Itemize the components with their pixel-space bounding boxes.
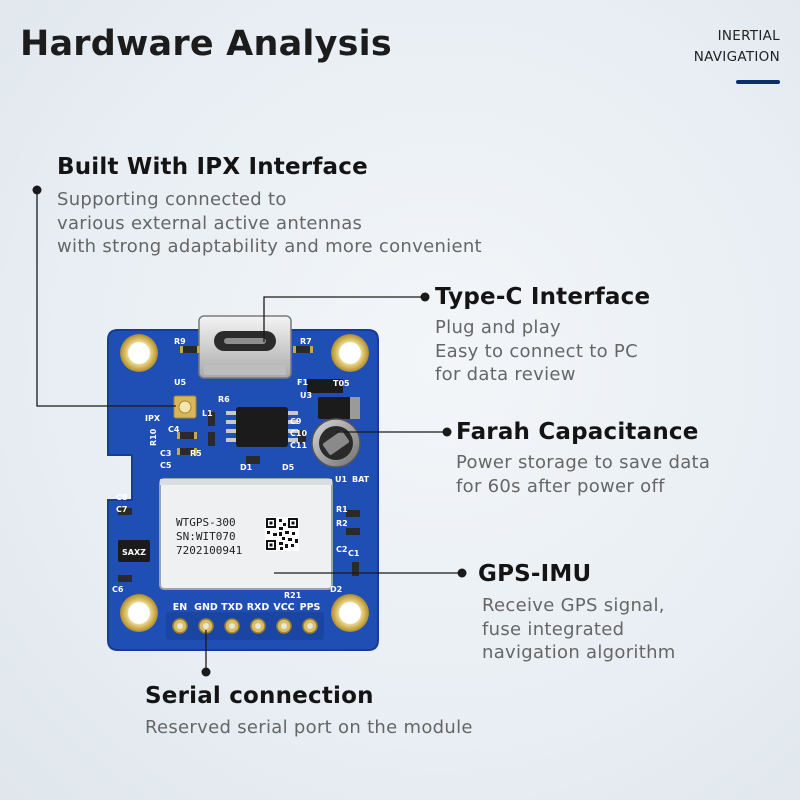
gps-imu-description: Receive GPS signal, fuse integrated navi… [482,594,676,665]
silk-label: IPX [145,414,161,423]
silk-label: L1 [202,409,213,418]
silk-label: R9 [174,337,186,346]
pin-label-gnd: GND [194,602,218,613]
silk-label: C10 [290,429,307,438]
callout-dot [442,427,452,437]
qr-code-icon [265,517,299,551]
silk-label: C4 [168,425,180,434]
module-code: 7202100941 [176,544,242,557]
callout-dot [201,667,211,677]
category-tag-line2: NAVIGATION [693,49,780,65]
silk-label: R5 [190,449,202,458]
ipx-callout-line [36,190,176,407]
gps-desc-line: navigation algorithm [482,642,676,663]
callout-dot [420,292,430,302]
gps-module: WTGPS-300 SN:WIT070 7202100941 [159,478,333,590]
serial-desc-line: Reserved serial port on the module [145,717,473,738]
farah-desc-line: for 60s after power off [456,475,665,497]
pin-label-rxd: RXD [247,602,270,613]
pin-label-vcc: VCC [273,602,294,613]
mounting-hole [120,334,158,372]
page-title: Hardware Analysis [20,24,392,64]
silk-label: U5 [174,378,186,387]
silk-label: F1 [297,378,308,387]
typec-callout-line [263,296,425,342]
silk-label: C5 [160,461,172,470]
silk-label: C1 [348,549,360,558]
mounting-hole [120,594,158,632]
callout-dot [457,568,467,578]
farah-title: Farah Capacitance [456,419,699,445]
typec-desc-line: Plug and play [435,317,562,338]
typec-description: Plug and play Easy to connect to PC for … [435,316,638,387]
silk-label: C9 [290,417,302,426]
silk-label: U3 [300,391,312,400]
silk-label: D1 [240,463,253,472]
silk-label: D2 [330,585,342,594]
silk-label: R2 [336,519,348,528]
mounting-hole [331,594,369,632]
category-tag-line1: INERTIAL [717,28,780,44]
ipx-desc-line: various external active antennas [57,212,363,234]
pin-label-pps: PPS [300,602,321,613]
typec-title: Type-C Interface [435,284,651,310]
silk-label: C2 [336,545,347,554]
ipx-desc-line: with strong adaptability and more conven… [57,236,482,257]
farah-description: Power storage to save data for 60s after… [456,451,710,498]
pin-header [166,612,324,640]
silk-label: U1 [335,475,347,484]
typec-desc-line: Easy to connect to PC [435,340,638,362]
callout-dot [32,185,42,195]
usb-c-connector [198,315,292,379]
module-serial: SN:WIT070 [176,530,236,543]
ipx-connector [173,395,197,419]
pin-label-en: EN [173,602,187,613]
silk-label: C7 [116,505,127,514]
silk-label: R7 [300,337,312,346]
silk-label: BAT [352,475,370,484]
silk-label: C11 [290,441,307,450]
serial-title: Serial connection [145,683,374,709]
farah-desc-line: Power storage to save data [456,452,711,473]
category-tag: INERTIAL NAVIGATION [694,26,780,68]
typec-desc-line: for data review [435,364,576,385]
module-model: WTGPS-300 [176,516,236,529]
silk-label: T05 [333,379,350,388]
farah-capacitor [311,418,361,468]
silk-label: D5 [282,463,295,472]
silk-label: R6 [218,395,230,404]
silk-label: C6 [112,585,124,594]
serial-description: Reserved serial port on the module [145,716,473,740]
silk-label: R1 [336,505,348,514]
ipx-description: Supporting connected to various external… [57,188,482,259]
mounting-hole [331,334,369,372]
silk-label: R10 [149,428,158,446]
ipx-desc-line: Supporting connected to [57,189,287,210]
sensor-chip-label: SAXZ [122,548,146,557]
ic-chip [236,407,288,447]
callout-lines [36,190,462,672]
gps-desc-line: fuse integrated [482,618,625,640]
silk-label: R21 [284,591,302,600]
sensor-chip [118,540,150,562]
silk-label: C3 [160,449,171,458]
pin-label-txd: TXD [221,602,243,613]
diode [318,397,360,419]
ic-chip [307,379,343,393]
accent-bar [736,80,780,84]
ipx-title: Built With IPX Interface [57,154,368,180]
gps-imu-title: GPS-IMU [478,561,592,587]
gps-desc-line: Receive GPS signal, [482,595,665,616]
silk-label: C8 [116,493,128,502]
